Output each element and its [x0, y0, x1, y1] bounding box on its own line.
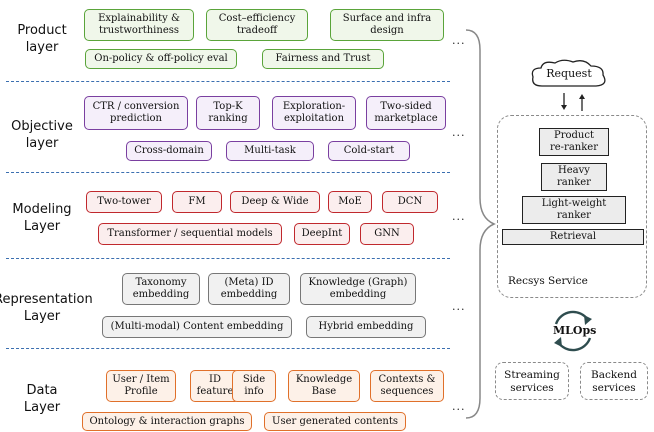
curly-brace	[465, 29, 496, 419]
objective-box: Exploration- exploitation	[272, 96, 356, 130]
model-box: Deep & Wide	[230, 191, 320, 213]
product-reranker-box: Product re-ranker	[539, 128, 609, 156]
model-box: Two-tower	[86, 191, 162, 213]
data-box: User generated contents	[264, 412, 406, 431]
product-box: Surface and infra design	[330, 9, 444, 41]
product-box: Cost–efficiency tradeoff	[206, 9, 308, 41]
representation-box: Hybrid embedding	[306, 316, 426, 338]
retrieval-box: Retrieval	[502, 229, 644, 245]
ellipsis: ...	[452, 126, 466, 139]
layer-label-data: Data Layer	[23, 383, 61, 415]
backend-services-label: Backend services	[591, 369, 637, 394]
cloud-icon	[531, 59, 606, 87]
representation-box: Taxonomy embedding	[122, 273, 200, 305]
request-arrows-icon	[561, 93, 585, 111]
layer-separator	[6, 172, 450, 173]
model-box: DCN	[382, 191, 438, 213]
data-box: User / Item Profile	[106, 370, 176, 402]
layer-label-objective: Objective layer	[11, 119, 73, 151]
representation-box: Knowledge (Graph) embedding	[300, 273, 416, 305]
product-box: Explainability & trustworthiness	[84, 9, 194, 41]
representation-box: (Multi-modal) Content embedding	[102, 316, 292, 338]
backend-services-box	[580, 362, 648, 400]
objective-box: Cross-domain	[126, 141, 212, 161]
layer-separator	[6, 348, 450, 349]
lightweight-ranker-box: Light-weight ranker	[522, 196, 626, 224]
streaming-services-box	[495, 362, 569, 400]
layer-separator	[6, 258, 450, 259]
ellipsis: ...	[452, 400, 466, 413]
mlops-label: MLOps	[553, 324, 597, 337]
ellipsis: ...	[452, 210, 466, 223]
objective-box: CTR / conversion prediction	[84, 96, 188, 130]
mlops-cycle-icon	[554, 310, 592, 352]
model-box: MoE	[328, 191, 372, 213]
product-box: On-policy & off-policy eval	[85, 49, 237, 69]
model-box: GNN	[360, 223, 414, 245]
layer-label-modeling: Modeling Layer	[12, 202, 72, 234]
data-box: Contexts & sequences	[370, 370, 444, 402]
streaming-services-label: Streaming services	[504, 369, 560, 394]
request-label: Request	[546, 67, 592, 80]
layer-label-product: Product layer	[17, 23, 67, 55]
model-box: Transformer / sequential models	[98, 223, 282, 245]
model-box: FM	[172, 191, 222, 213]
objective-box: Two-sided marketplace	[366, 96, 446, 130]
model-box: DeepInt	[294, 223, 350, 245]
ellipsis: ...	[452, 34, 466, 47]
representation-box: (Meta) ID embedding	[208, 273, 290, 305]
objective-box: Top-K ranking	[196, 96, 260, 130]
recsys-service-container	[497, 115, 647, 298]
ellipsis: ...	[452, 300, 466, 313]
data-box: Side info	[232, 370, 276, 402]
layer-separator	[6, 81, 450, 82]
recsys-service-label: Recsys Service	[508, 275, 588, 287]
layer-label-representation: Representation Layer	[0, 292, 93, 324]
objective-box: Cold-start	[328, 141, 410, 161]
heavy-ranker-box: Heavy ranker	[541, 163, 607, 191]
data-box: Knowledge Base	[288, 370, 360, 402]
data-box: Ontology & interaction graphs	[82, 412, 252, 431]
objective-box: Multi-task	[226, 141, 314, 161]
product-box: Fairness and Trust	[262, 49, 384, 69]
